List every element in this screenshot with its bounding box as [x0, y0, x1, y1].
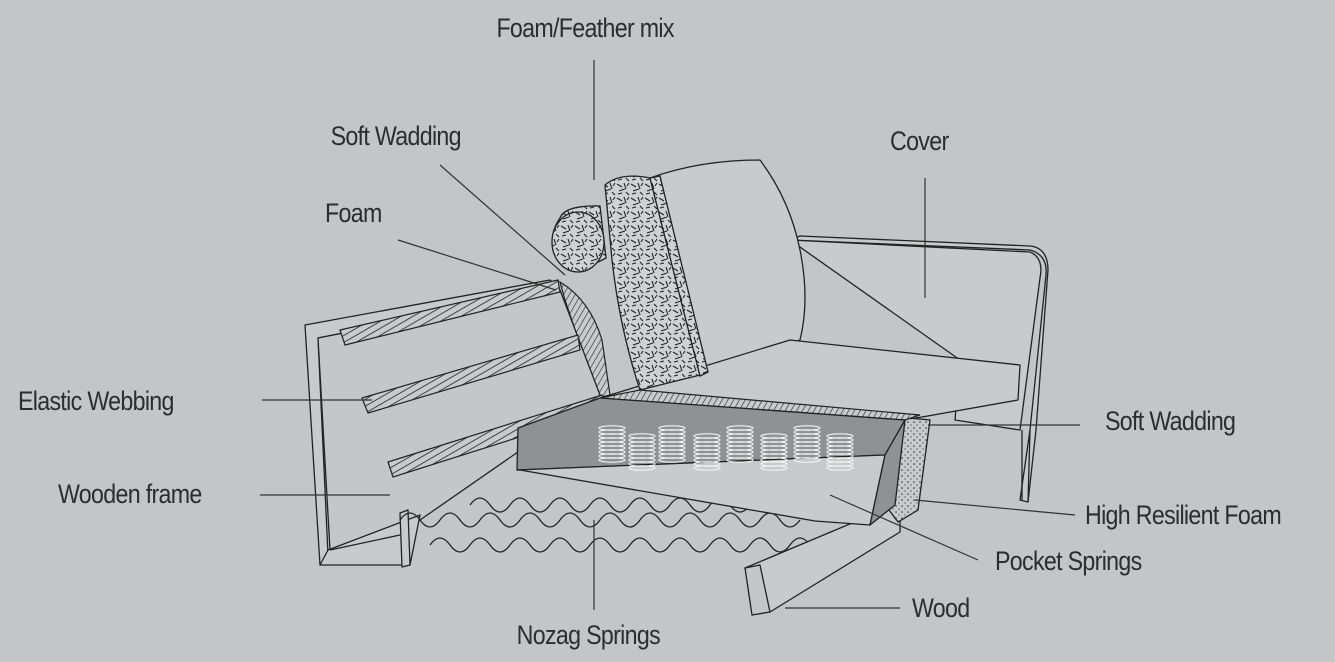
label-high-resilient-foam: High Resilient Foam — [1085, 500, 1282, 530]
label-elastic-webbing: Elastic Webbing — [18, 386, 174, 416]
label-soft-wadding-top: Soft Wadding — [330, 121, 462, 151]
pocket-spring-coils — [598, 425, 854, 471]
label-foam: Foam — [325, 198, 382, 228]
foam-feather-back — [604, 175, 709, 391]
leader-high-resilient-foam — [914, 499, 1076, 516]
label-pocket-springs: Pocket Springs — [995, 546, 1142, 576]
label-wood: Wood — [912, 593, 970, 623]
label-cover: Cover — [890, 126, 949, 156]
leader-soft-wadding-top — [439, 164, 566, 276]
leader-foam — [397, 239, 557, 291]
nozag-springs — [399, 497, 811, 553]
label-soft-wadding-right: Soft Wadding — [1105, 406, 1236, 436]
leader-pocket-springs — [829, 494, 979, 561]
label-wooden-frame: Wooden frame — [58, 479, 202, 509]
label-foam-feather-mix: Foam/Feather mix — [496, 13, 674, 43]
label-nozag-springs: Nozag Springs — [516, 620, 661, 650]
bolster-roll — [551, 205, 607, 273]
